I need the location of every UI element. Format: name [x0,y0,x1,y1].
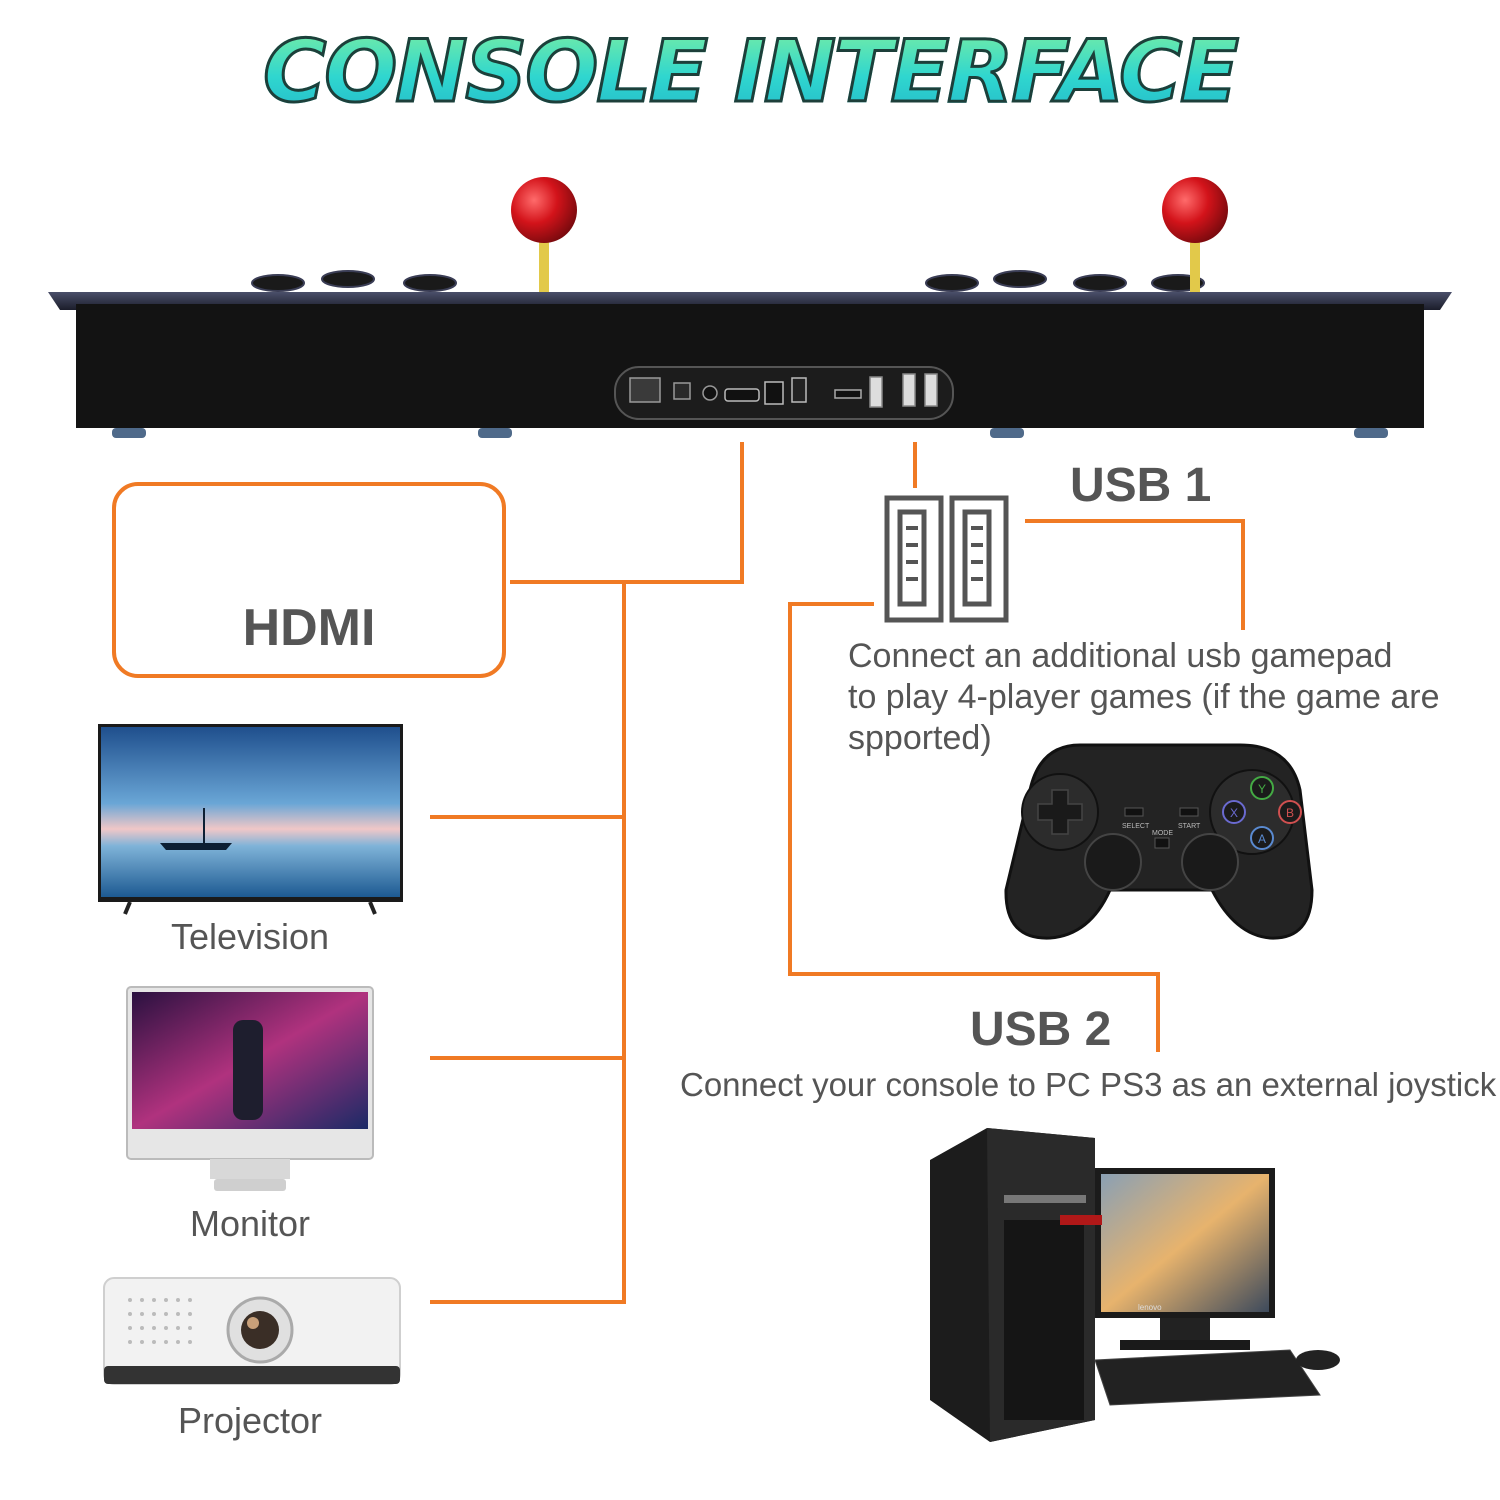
usb2-description: Connect your console to PC PS3 as an ext… [680,1066,1497,1103]
gamepad-start-label: START [1178,823,1201,830]
monitor-label: Monitor [189,1203,311,1244]
joystick-left [511,177,577,292]
connector-lines [430,442,1245,1304]
usb-port-icon-teeth [906,526,983,581]
gamepad-image [1004,743,1314,940]
gamepad-select-label: SELECT [1122,823,1150,830]
monitor-image [126,986,374,1191]
hdmi-box [112,482,506,678]
gamepad-mode-label: MODE [1152,830,1173,837]
usb1-description: Connect an additional usb gamepad to pla… [848,636,1440,759]
desktop-pc-image [930,1128,1340,1442]
hdmi-label: HDMI [242,599,376,657]
gamepad-y-label: Y [1258,782,1266,796]
projector-image [103,1277,401,1385]
joystick-right [1162,177,1228,292]
console-io-panel [614,366,954,420]
arcade-console [48,177,1452,438]
gamepad-face-letters: Y X B A [1230,782,1294,846]
television-image [98,724,403,915]
pc-monitor-brand: lenovo [1138,1303,1162,1312]
usb2-label: USB 2 [970,1003,1112,1056]
console-feet [112,428,1388,438]
gamepad-b-label: B [1286,806,1294,820]
usb1-description-line: spported) [848,719,992,757]
usb-port-icon [884,495,1009,623]
usb1-description-line: to play 4-player games (if the game are [848,678,1440,716]
projector-label: Projector [177,1400,323,1441]
usb1-description-line: Connect an additional usb gamepad [848,637,1393,675]
gamepad-a-label: A [1258,832,1266,846]
television-label: Television [170,916,330,957]
page-title: CONSOLE INTERFACE [0,21,1500,124]
gamepad-x-label: X [1230,806,1238,820]
console-buttons [251,270,1205,292]
gamepad-labels: SELECT MODE START [1122,823,1201,837]
usb1-label: USB 1 [1070,459,1212,512]
